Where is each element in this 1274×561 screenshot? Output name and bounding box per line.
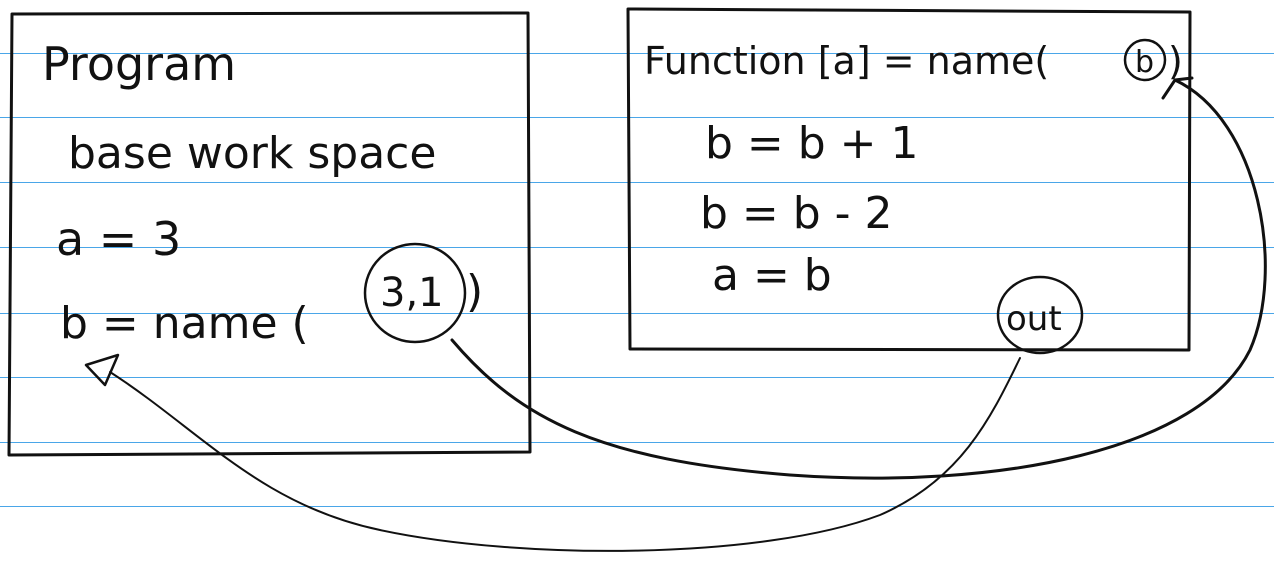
function-header-close: ) [1168, 39, 1183, 83]
ruled-line [0, 313, 1274, 314]
out-circle [996, 275, 1084, 355]
function-param: b [1135, 45, 1154, 80]
program-line-a: a = 3 [56, 212, 181, 266]
function-line-1: b = b + 1 [705, 118, 919, 169]
args-to-param-arrow [450, 78, 1267, 480]
param-arrowhead [1161, 76, 1194, 100]
ruled-line [0, 117, 1274, 118]
ruled-line [0, 377, 1274, 378]
function-line-3: a = b [712, 250, 832, 301]
program-title: Program [42, 37, 236, 91]
program-box [7, 11, 532, 457]
function-header: Function [a] = name( [644, 39, 1049, 83]
ruled-line [0, 506, 1274, 507]
param-circle [1123, 38, 1167, 82]
call-args: 3,1 [380, 270, 444, 316]
call-close-paren: ) [466, 266, 483, 317]
program-line-b: b = name ( [60, 298, 309, 349]
ruled-line [0, 247, 1274, 248]
ruled-line [0, 53, 1274, 54]
program-subtitle: base work space [68, 128, 436, 179]
out-to-result-arrow [109, 357, 1021, 552]
result-arrowhead [84, 353, 120, 387]
function-box [626, 7, 1192, 352]
function-line-2: b = b - 2 [700, 188, 893, 239]
ruled-line [0, 182, 1274, 183]
ruled-line [0, 442, 1274, 443]
out-label: out [1006, 299, 1062, 339]
args-circle [363, 242, 467, 344]
